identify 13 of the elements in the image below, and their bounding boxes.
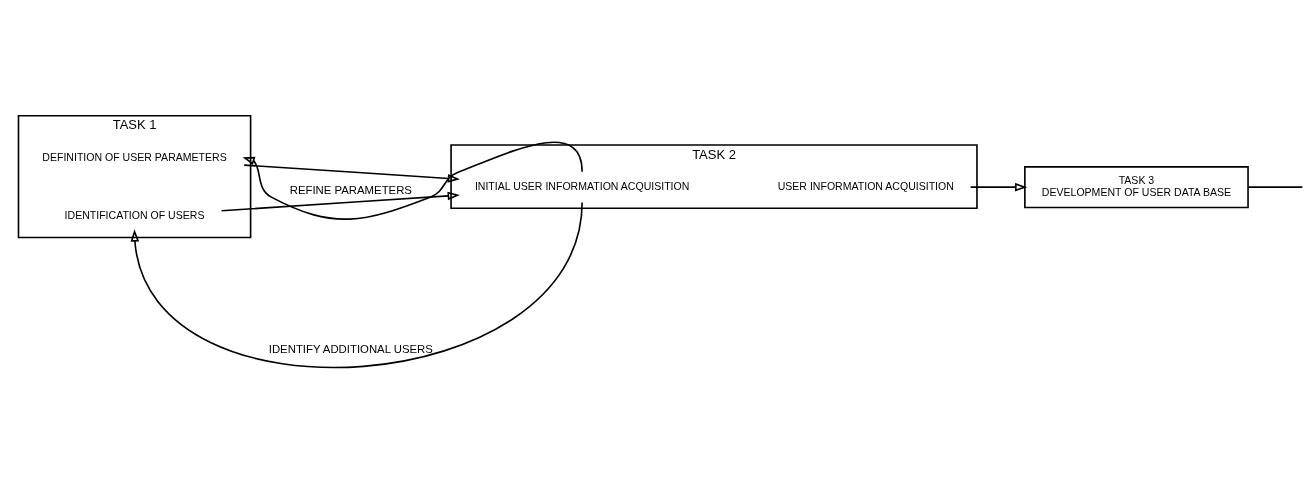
- arrow: [220, 191, 460, 212]
- arrow: [242, 141, 583, 220]
- node-text: DEFINITION OF USER PARAMETERS: [42, 150, 227, 163]
- node-text: INITIAL USER INFORMATION ACQUISITION: [474, 179, 690, 192]
- node-box: TASK 3 DEVELOPMENT OF USER DATA BASE: [1024, 166, 1249, 209]
- arrow: [130, 201, 583, 368]
- node-text: USER INFORMATION ACQUISITION: [777, 179, 954, 192]
- arrow: [969, 182, 1028, 192]
- connector: [1247, 186, 1304, 188]
- node-text: IDENTIFICATION OF USERS: [64, 209, 205, 222]
- edge-label: REFINE PARAMETERS: [289, 183, 412, 196]
- arrow: [243, 164, 460, 183]
- edge-label: IDENTIFY ADDITIONAL USERS: [268, 342, 433, 355]
